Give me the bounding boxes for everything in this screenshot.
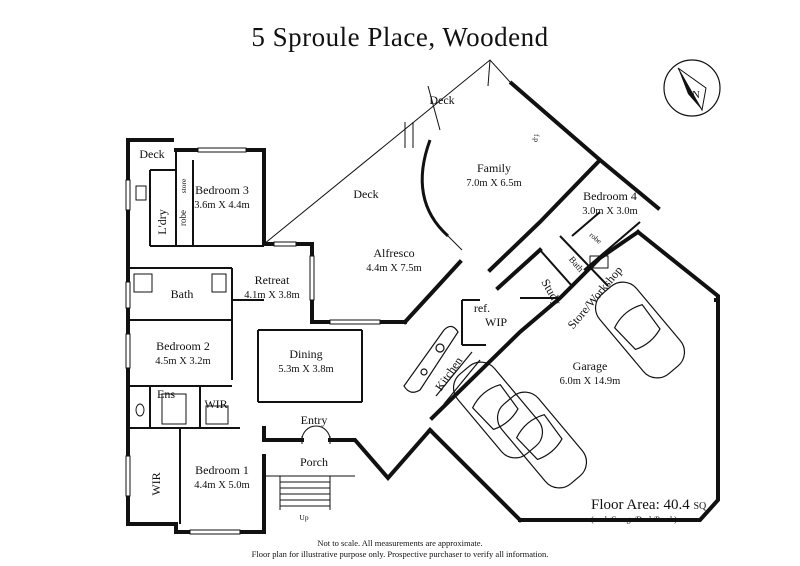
room-dims-bedroom2: 4.5m X 3.2m bbox=[155, 356, 210, 367]
disclaimer-line-1: Not to scale. All measurements are appro… bbox=[317, 538, 483, 548]
car-icon bbox=[496, 391, 588, 489]
label-store3: store bbox=[179, 178, 188, 193]
garage-cars bbox=[452, 281, 686, 489]
room-name-bedroom3: Bedroom 3 bbox=[195, 183, 249, 197]
room-dims-retreat: 4.1m X 3.8m bbox=[244, 290, 299, 301]
page-title: 5 Sproule Place, Woodend bbox=[251, 22, 549, 52]
car-icon bbox=[452, 361, 544, 459]
label-deck-mid: Deck bbox=[353, 187, 378, 201]
label-porch: Porch bbox=[300, 455, 328, 469]
label-deck-top: Deck bbox=[429, 93, 454, 107]
label-wir-ens: WIR bbox=[204, 397, 227, 411]
room-name-alfresco: Alfresco bbox=[373, 246, 414, 260]
room-name-garage: Garage bbox=[573, 359, 608, 373]
room-name-dining: Dining bbox=[289, 347, 322, 361]
car-icon bbox=[594, 281, 686, 379]
label-entry: Entry bbox=[301, 413, 328, 427]
disclaimer-line-2: Floor plan for illustrative purpose only… bbox=[251, 549, 549, 559]
porch-steps bbox=[264, 425, 355, 510]
exterior-walls bbox=[126, 138, 720, 534]
compass-letter: N bbox=[692, 89, 700, 101]
floor-area-note: (excl. Garage/Deck/Porch) bbox=[591, 515, 677, 524]
label-ens: Ens bbox=[157, 387, 175, 401]
room-dims-family: 7.0m X 6.5m bbox=[466, 178, 521, 189]
label-bath: Bath bbox=[171, 287, 194, 301]
kitchen-bench bbox=[403, 325, 481, 405]
room-dims-bedroom4: 3.0m X 3.0m bbox=[582, 206, 637, 217]
label-laundry: L'dry bbox=[155, 209, 169, 235]
north-arrow-icon: N bbox=[663, 59, 721, 117]
room-name-family: Family bbox=[477, 161, 511, 175]
room-dims-bedroom1: 4.4m X 5.0m bbox=[194, 480, 249, 491]
label-robe3: robe bbox=[178, 210, 188, 226]
label-ref: ref. bbox=[474, 301, 490, 315]
floor-area-label: Floor Area: 40.4 bbox=[591, 497, 690, 513]
deck-outline bbox=[263, 59, 602, 251]
disclaimer: Not to scale. All measurements are appro… bbox=[0, 538, 800, 560]
room-dims-garage: 6.0m X 14.9m bbox=[560, 376, 621, 387]
label-robe4: robe bbox=[588, 230, 605, 246]
label-wir-bed1: WIR bbox=[149, 472, 163, 495]
label-deck-left: Deck bbox=[139, 147, 164, 161]
room-name-bedroom2: Bedroom 2 bbox=[156, 339, 210, 353]
floor-area-unit: SQ bbox=[693, 501, 707, 512]
label-wip: WIP bbox=[485, 315, 507, 329]
interior-walls bbox=[128, 150, 641, 524]
windows bbox=[125, 147, 381, 535]
room-name-bedroom1: Bedroom 1 bbox=[195, 463, 249, 477]
floor-area: Floor Area: 40.4 SQ bbox=[591, 497, 706, 514]
room-dims-alfresco: 4.4m X 7.5m bbox=[366, 263, 421, 274]
label-up: Up bbox=[299, 513, 308, 522]
fixtures bbox=[133, 185, 609, 425]
label-study: Study bbox=[538, 276, 564, 307]
room-dims-bedroom3: 3.6m X 4.4m bbox=[194, 200, 249, 211]
room-name-retreat: Retreat bbox=[255, 273, 290, 287]
label-bath4: Bath bbox=[567, 254, 586, 274]
room-dims-dining: 5.3m X 3.8m bbox=[278, 364, 333, 375]
label-fp: f.p bbox=[532, 134, 541, 142]
room-name-bedroom4: Bedroom 4 bbox=[583, 189, 637, 203]
